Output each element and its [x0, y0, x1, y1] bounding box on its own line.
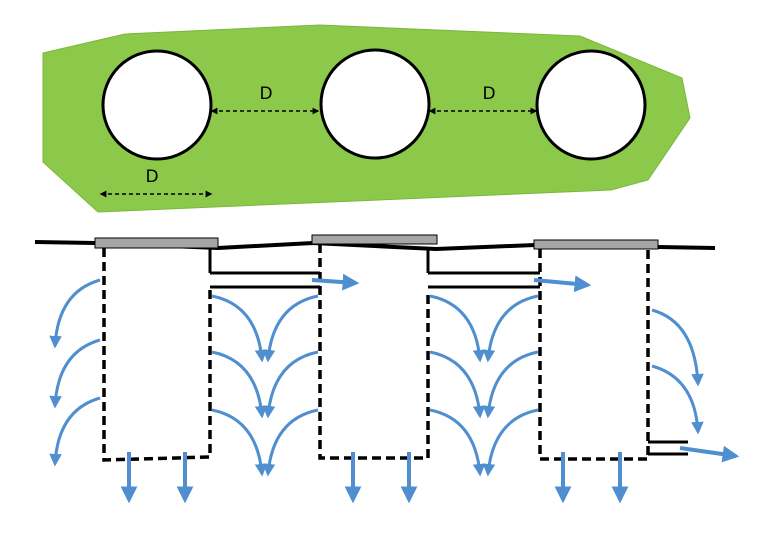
pile-cap-1: [94, 237, 219, 249]
pile-cap-3: [533, 239, 659, 250]
infiltration-arrow: [49, 278, 101, 349]
infiltration-arrow: [651, 364, 704, 435]
diameter-label: D: [145, 167, 158, 187]
infiltration-arrow: [211, 350, 268, 419]
infiltration-arrow: [262, 294, 319, 363]
infiltration-arrow: [429, 294, 486, 363]
plan-pile-1: [101, 49, 213, 161]
infiltration-arrow: [211, 408, 268, 477]
section-view: [34, 234, 740, 504]
pile-wall-3: [538, 249, 650, 461]
infiltration-arrow: [482, 350, 539, 419]
flow-arrow-pipe-1: [311, 273, 360, 291]
infiltration-arrow: [429, 408, 486, 477]
spacing-label-1: D: [259, 84, 272, 104]
infiltration-arrow: [49, 338, 101, 409]
flow-arrow-pipe-2: [533, 275, 592, 293]
infiltration-arrow: [211, 294, 268, 363]
pile-wall-1: [102, 248, 212, 462]
pile-wall-2: [318, 244, 430, 460]
infiltration-arrow: [651, 308, 704, 387]
infiltration-arrow: [262, 408, 319, 477]
spacing-label-2: D: [482, 84, 495, 104]
flow-arrow-overflow: [679, 445, 740, 463]
infiltration-arrow: [429, 350, 486, 419]
infiltration-arrow: [262, 350, 319, 419]
plan-pile-3: [535, 49, 647, 161]
infiltration-arrow: [49, 396, 101, 467]
infiltration-arrow: [482, 294, 539, 363]
plan-pile-2: [319, 48, 431, 160]
pile-cap-2: [311, 234, 438, 245]
infiltration-arrow: [482, 408, 539, 477]
plan-view: D D D: [42, 24, 691, 213]
